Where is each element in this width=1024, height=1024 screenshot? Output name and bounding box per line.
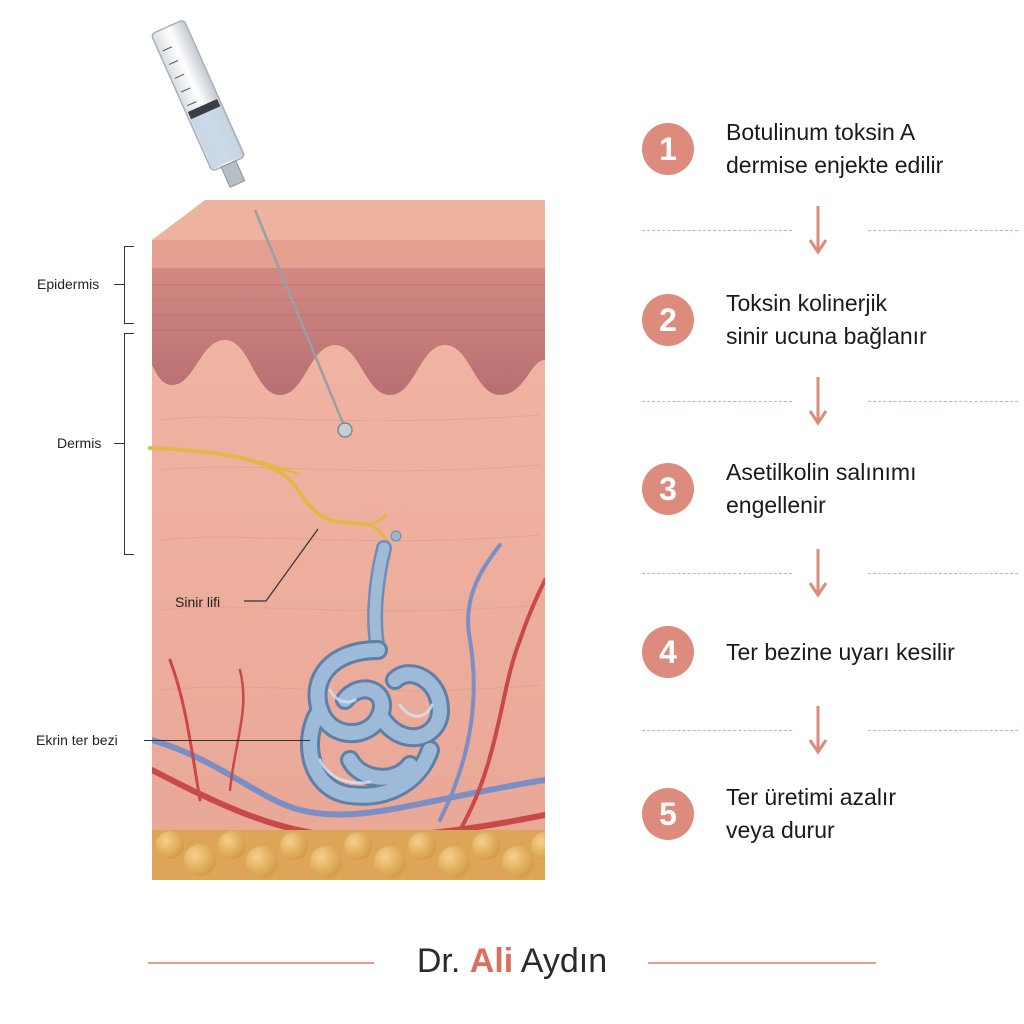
step-number-badge: 1 [642, 123, 694, 175]
step-divider [642, 206, 1018, 255]
arrow-down-icon [808, 706, 828, 755]
step-text: Ter üretimi azalır veya durur [726, 784, 896, 843]
label-nerve-fiber: Sinir lifi [175, 594, 221, 610]
step-4: 4 Ter bezine uyarı kesilir [642, 626, 1012, 678]
skin-surface [152, 200, 545, 240]
label-sweat-gland: Ekrin ter bezi [36, 732, 118, 748]
sweat-gland-callout-line [144, 740, 310, 741]
label-dermis: Dermis [57, 435, 102, 451]
footer-line-left [148, 962, 374, 964]
footer-line-right [648, 962, 876, 964]
step-5: 5 Ter üretimi azalır veya durur [642, 781, 1012, 847]
step-2: 2 Toksin kolinerjik sinir ucuna bağlanır [642, 287, 1012, 353]
step-divider [642, 706, 1018, 755]
nerve-fiber [148, 446, 388, 540]
arrow-down-icon [808, 206, 828, 255]
step-number-badge: 2 [642, 294, 694, 346]
nerve-fiber-callout-line [244, 528, 319, 602]
skin-cross-section-illustration [148, 20, 545, 880]
sweat-gland [300, 540, 451, 806]
epidermis-bracket-tick [114, 284, 124, 285]
author-name: Dr. Ali Aydın [0, 942, 1024, 981]
dermis-bracket-tick [114, 443, 124, 444]
toxin-particles [360, 496, 412, 542]
arrow-down-icon [808, 549, 828, 598]
step-text: Ter bezine uyarı kesilir [726, 638, 955, 665]
step-text: Asetilkolin salınımı engellenir [726, 459, 917, 518]
step-number-badge: 5 [642, 788, 694, 840]
step-3: 3 Asetilkolin salınımı engellenir [642, 456, 1012, 522]
dermis-bracket [124, 333, 135, 555]
step-divider [642, 377, 1018, 426]
step-number-badge: 4 [642, 626, 694, 678]
step-1: 1 Botulinum toksin A dermise enjekte edi… [642, 116, 1012, 182]
author-suffix: Aydın [513, 942, 608, 980]
syringe-icon [151, 20, 353, 438]
author-prefix: Dr. [416, 942, 470, 980]
label-epidermis: Epidermis [37, 276, 100, 292]
epidermis-layer [152, 240, 545, 395]
step-number-badge: 3 [642, 463, 694, 515]
epidermis-bracket [124, 246, 135, 324]
step-divider [642, 549, 1018, 598]
arrow-down-icon [808, 377, 828, 426]
step-text: Toksin kolinerjik sinir ucuna bağlanır [726, 290, 927, 349]
step-text: Botulinum toksin A dermise enjekte edili… [726, 119, 944, 178]
author-highlight: Ali [469, 942, 514, 980]
